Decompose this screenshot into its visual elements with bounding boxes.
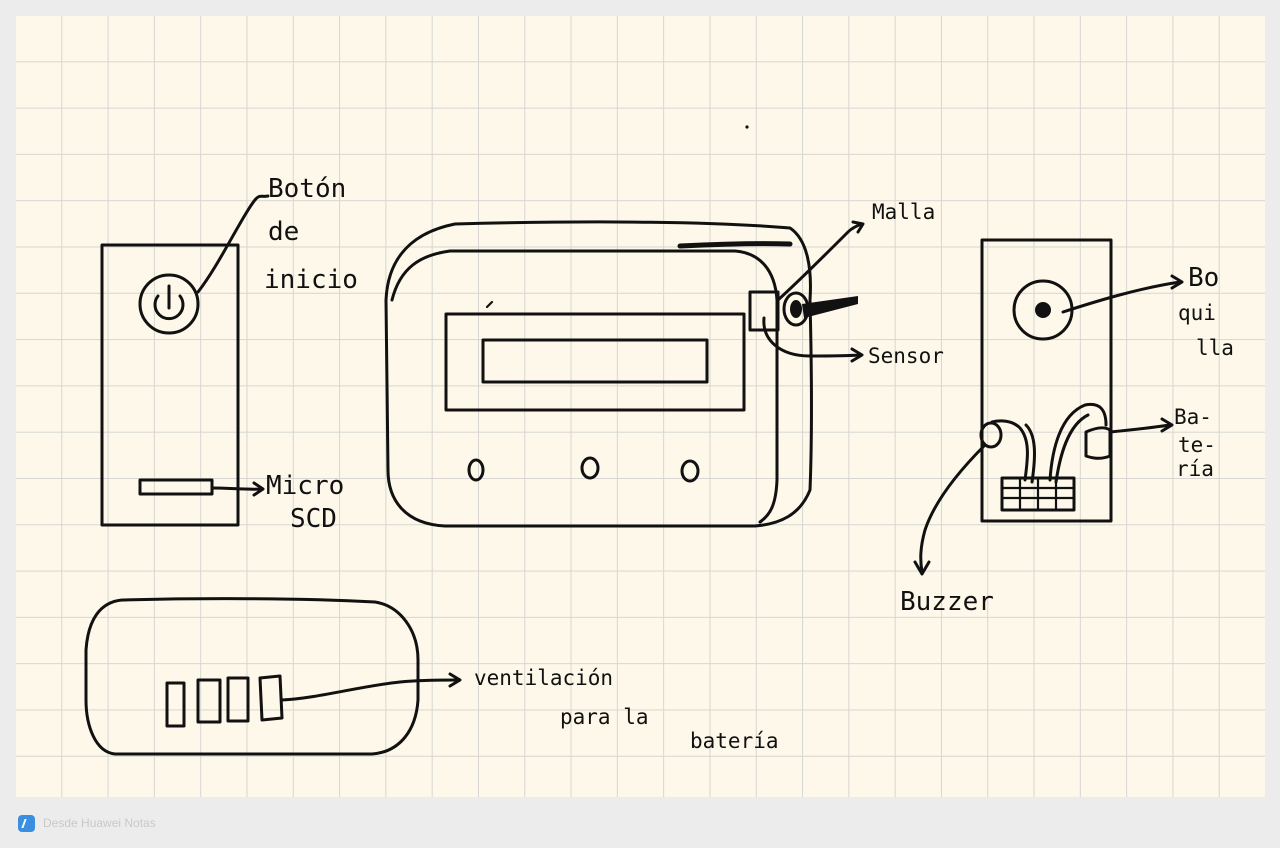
arrow-sensor (762, 316, 862, 358)
display-frame (444, 312, 746, 412)
center-device-inner-edge (390, 249, 779, 524)
notes-canvas (16, 16, 1265, 797)
label-buzzer: Buzzer (900, 587, 994, 617)
vent-slot-3 (226, 676, 250, 723)
arrow-buzzer (919, 443, 987, 574)
vent-slot-4 (258, 674, 284, 722)
arrow-ventilacion (280, 678, 460, 702)
label-boquilla-line2: qui (1178, 301, 1216, 325)
buzzer-wire-2 (1024, 423, 1036, 484)
label-boton-line2: de (268, 217, 299, 247)
bottom-device-body (84, 597, 420, 756)
arrow-bateria-head (1160, 417, 1174, 433)
buzzer-component (979, 421, 1003, 449)
arrow-power-button (196, 194, 270, 294)
label-boton-line1: Botón (268, 174, 346, 204)
center-device-view (384, 220, 865, 528)
label-bateria-line1: Ba- (1174, 405, 1212, 429)
arrow-boquilla-head (1170, 274, 1184, 290)
label-boton-line3: inicio (264, 265, 358, 295)
power-icon (153, 294, 185, 321)
arrow-ventilacion-head (448, 672, 462, 688)
left-device-view (100, 194, 270, 527)
source-text: Desde Huawei Notas (43, 816, 156, 830)
sensor-probe (802, 296, 858, 318)
label-micro-line2: SCD (290, 504, 337, 534)
battery-wire-1 (1048, 402, 1108, 482)
arrow-boquilla (1061, 280, 1182, 314)
arrow-microsd (210, 486, 264, 491)
front-button-right (680, 459, 700, 483)
arrow-malla-head (851, 220, 865, 234)
sensor-core (790, 300, 802, 318)
label-ventilacion-line1: ventilación (474, 666, 613, 690)
label-bateria-line3: ría (1176, 457, 1214, 481)
buzzer-wire-1 (990, 419, 1029, 482)
power-button-outline (138, 273, 200, 335)
arrow-buzzer-head (913, 560, 931, 576)
battery-wire-2 (1054, 413, 1090, 484)
arrow-microsd-head (252, 481, 265, 497)
battery-pack (1084, 426, 1112, 460)
arrow-bateria (1108, 423, 1172, 434)
notes-app-icon (18, 814, 35, 832)
label-malla: Malla (872, 200, 935, 224)
front-button-left (467, 458, 485, 482)
bottom-device-view (84, 597, 462, 756)
right-device-body (980, 238, 1113, 523)
microsd-slot (138, 478, 214, 496)
label-boquilla-line1: Bo (1188, 263, 1219, 293)
vent-slot-1 (165, 681, 186, 728)
center-device-body (384, 220, 813, 528)
arrow-sensor-head (850, 347, 864, 363)
circuit-board-lines (1000, 476, 1076, 512)
label-boquilla-line3: lla (1196, 336, 1234, 360)
stray-dot (745, 125, 749, 129)
source-footer: Desde Huawei Notas (18, 813, 156, 833)
front-button-center (580, 456, 600, 480)
right-device-view (913, 238, 1184, 576)
sensor-housing (748, 290, 780, 332)
label-micro-line1: Micro (266, 471, 344, 501)
center-device-top-stroke (677, 241, 793, 249)
label-bateria-line2: te- (1178, 433, 1216, 457)
label-ventilacion-line3: batería (690, 729, 779, 753)
label-sensor: Sensor (868, 344, 944, 368)
left-device-body (100, 243, 240, 527)
display-screen (481, 338, 709, 384)
nozzle-core (1035, 302, 1051, 318)
vent-slot-2 (196, 678, 222, 724)
mark-small (485, 300, 494, 309)
label-ventilacion-line2: para la (560, 705, 649, 729)
arrow-malla (776, 222, 864, 302)
